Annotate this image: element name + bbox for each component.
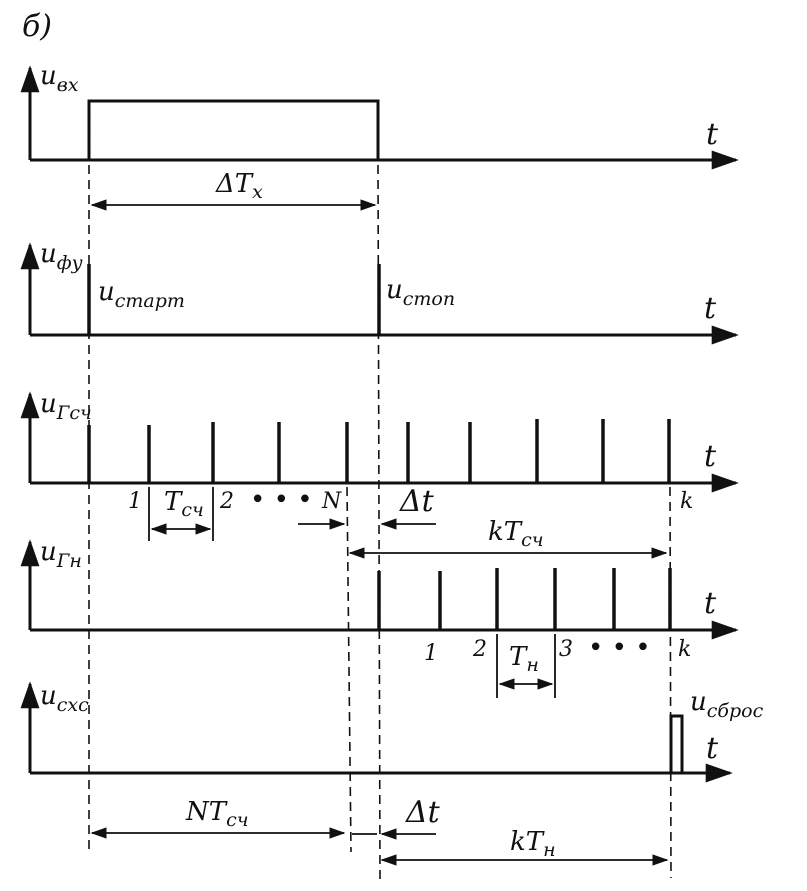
t-nonius-label: Tн [509, 642, 539, 676]
delta-tx-dimension: ΔTx [90, 169, 377, 211]
t-nonius-dimension: Tн [496, 634, 556, 698]
k-t-nonius-dimension: kTн [380, 827, 669, 866]
input-pulse-waveform [30, 99, 380, 162]
time-label-coincidence: t [706, 731, 719, 766]
time-label-input: t [706, 117, 719, 152]
delta-t-label-upper: Δt [399, 484, 435, 519]
row-coincidence: uсхс uсброс t [20, 681, 764, 783]
nonius-ellipsis: • • • [588, 633, 651, 663]
nonius-pulse-number-2: 2 [472, 637, 487, 662]
nonius-pulse-number-1: 1 [424, 641, 438, 666]
counter-pulse-number-1: 1 [128, 489, 142, 514]
counter-pulse-number-n: N [321, 489, 342, 514]
delta-t-dimension-upper: Δt [298, 484, 436, 530]
row-nonius-generator: uГн t 1 2 3 • • • k [20, 537, 739, 666]
stop-label: uстоп [386, 275, 455, 310]
n-t-count-label: NTсч [185, 797, 249, 831]
input-signal-label: uвх [40, 61, 79, 96]
counter-signal-label: uГсч [40, 389, 92, 424]
t-count-dimension: Tсч [148, 487, 214, 541]
figure-label: б) [22, 9, 52, 44]
counter-pulse-number-2: 2 [219, 489, 234, 514]
n-pulse-reference-line [346, 486, 352, 853]
delta-tx-label: ΔTx [215, 169, 263, 203]
delta-t-label-lower: Δt [405, 795, 441, 830]
nonius-signal-label: uГн [40, 537, 82, 572]
time-label-nonius: t [704, 586, 717, 621]
k-pulse-reference-line [669, 486, 672, 879]
k-t-nonius-label: kTн [510, 827, 556, 861]
n-t-count-dimension: NTсч [90, 797, 346, 839]
start-label: uстарт [98, 277, 185, 312]
t-count-label: Tсч [164, 487, 204, 521]
time-label-shaper: t [704, 291, 717, 326]
row-shaper: uфу uстарт uстоп t [20, 239, 739, 345]
row-counter-generator: uГсч t 1 2 • • • N k [20, 389, 739, 515]
time-label-counter: t [704, 439, 717, 474]
nonius-pulse-number-k: k [678, 637, 691, 662]
row-input: uвх t [20, 61, 739, 170]
delta-t-dimension-lower: Δt [352, 795, 441, 840]
reset-pulse [669, 714, 684, 773]
coincidence-signal-label: uсхс [40, 681, 89, 716]
k-t-count-dimension: kTсч [348, 517, 668, 559]
shaper-signal-label: uфу [40, 239, 83, 274]
counter-pulse-number-k: k [680, 489, 693, 514]
reference-lines [88, 105, 672, 881]
counter-ellipsis: • • • [250, 485, 313, 515]
nonius-pulse-number-3: 3 [559, 637, 573, 662]
reset-label: uсброс [690, 687, 764, 722]
k-t-count-label: kTсч [488, 517, 544, 551]
